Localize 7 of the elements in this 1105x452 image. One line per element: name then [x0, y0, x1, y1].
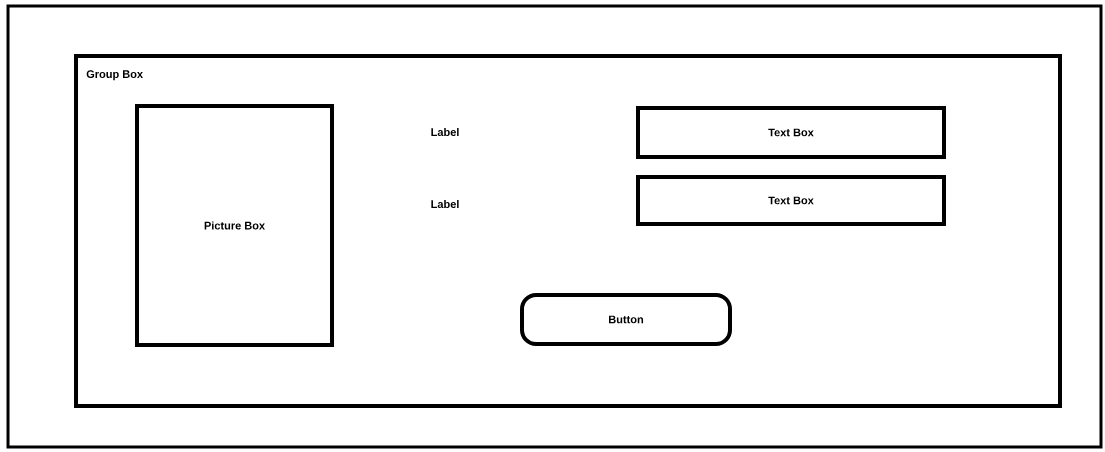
label-text: Label [431, 127, 459, 137]
button: Button [520, 293, 732, 346]
label-text: Label [431, 199, 459, 209]
text-box: Text Box [636, 106, 946, 159]
text-box: Text Box [636, 175, 946, 226]
picture-box: Picture Box [135, 104, 334, 347]
window-frame [6, 4, 1103, 449]
